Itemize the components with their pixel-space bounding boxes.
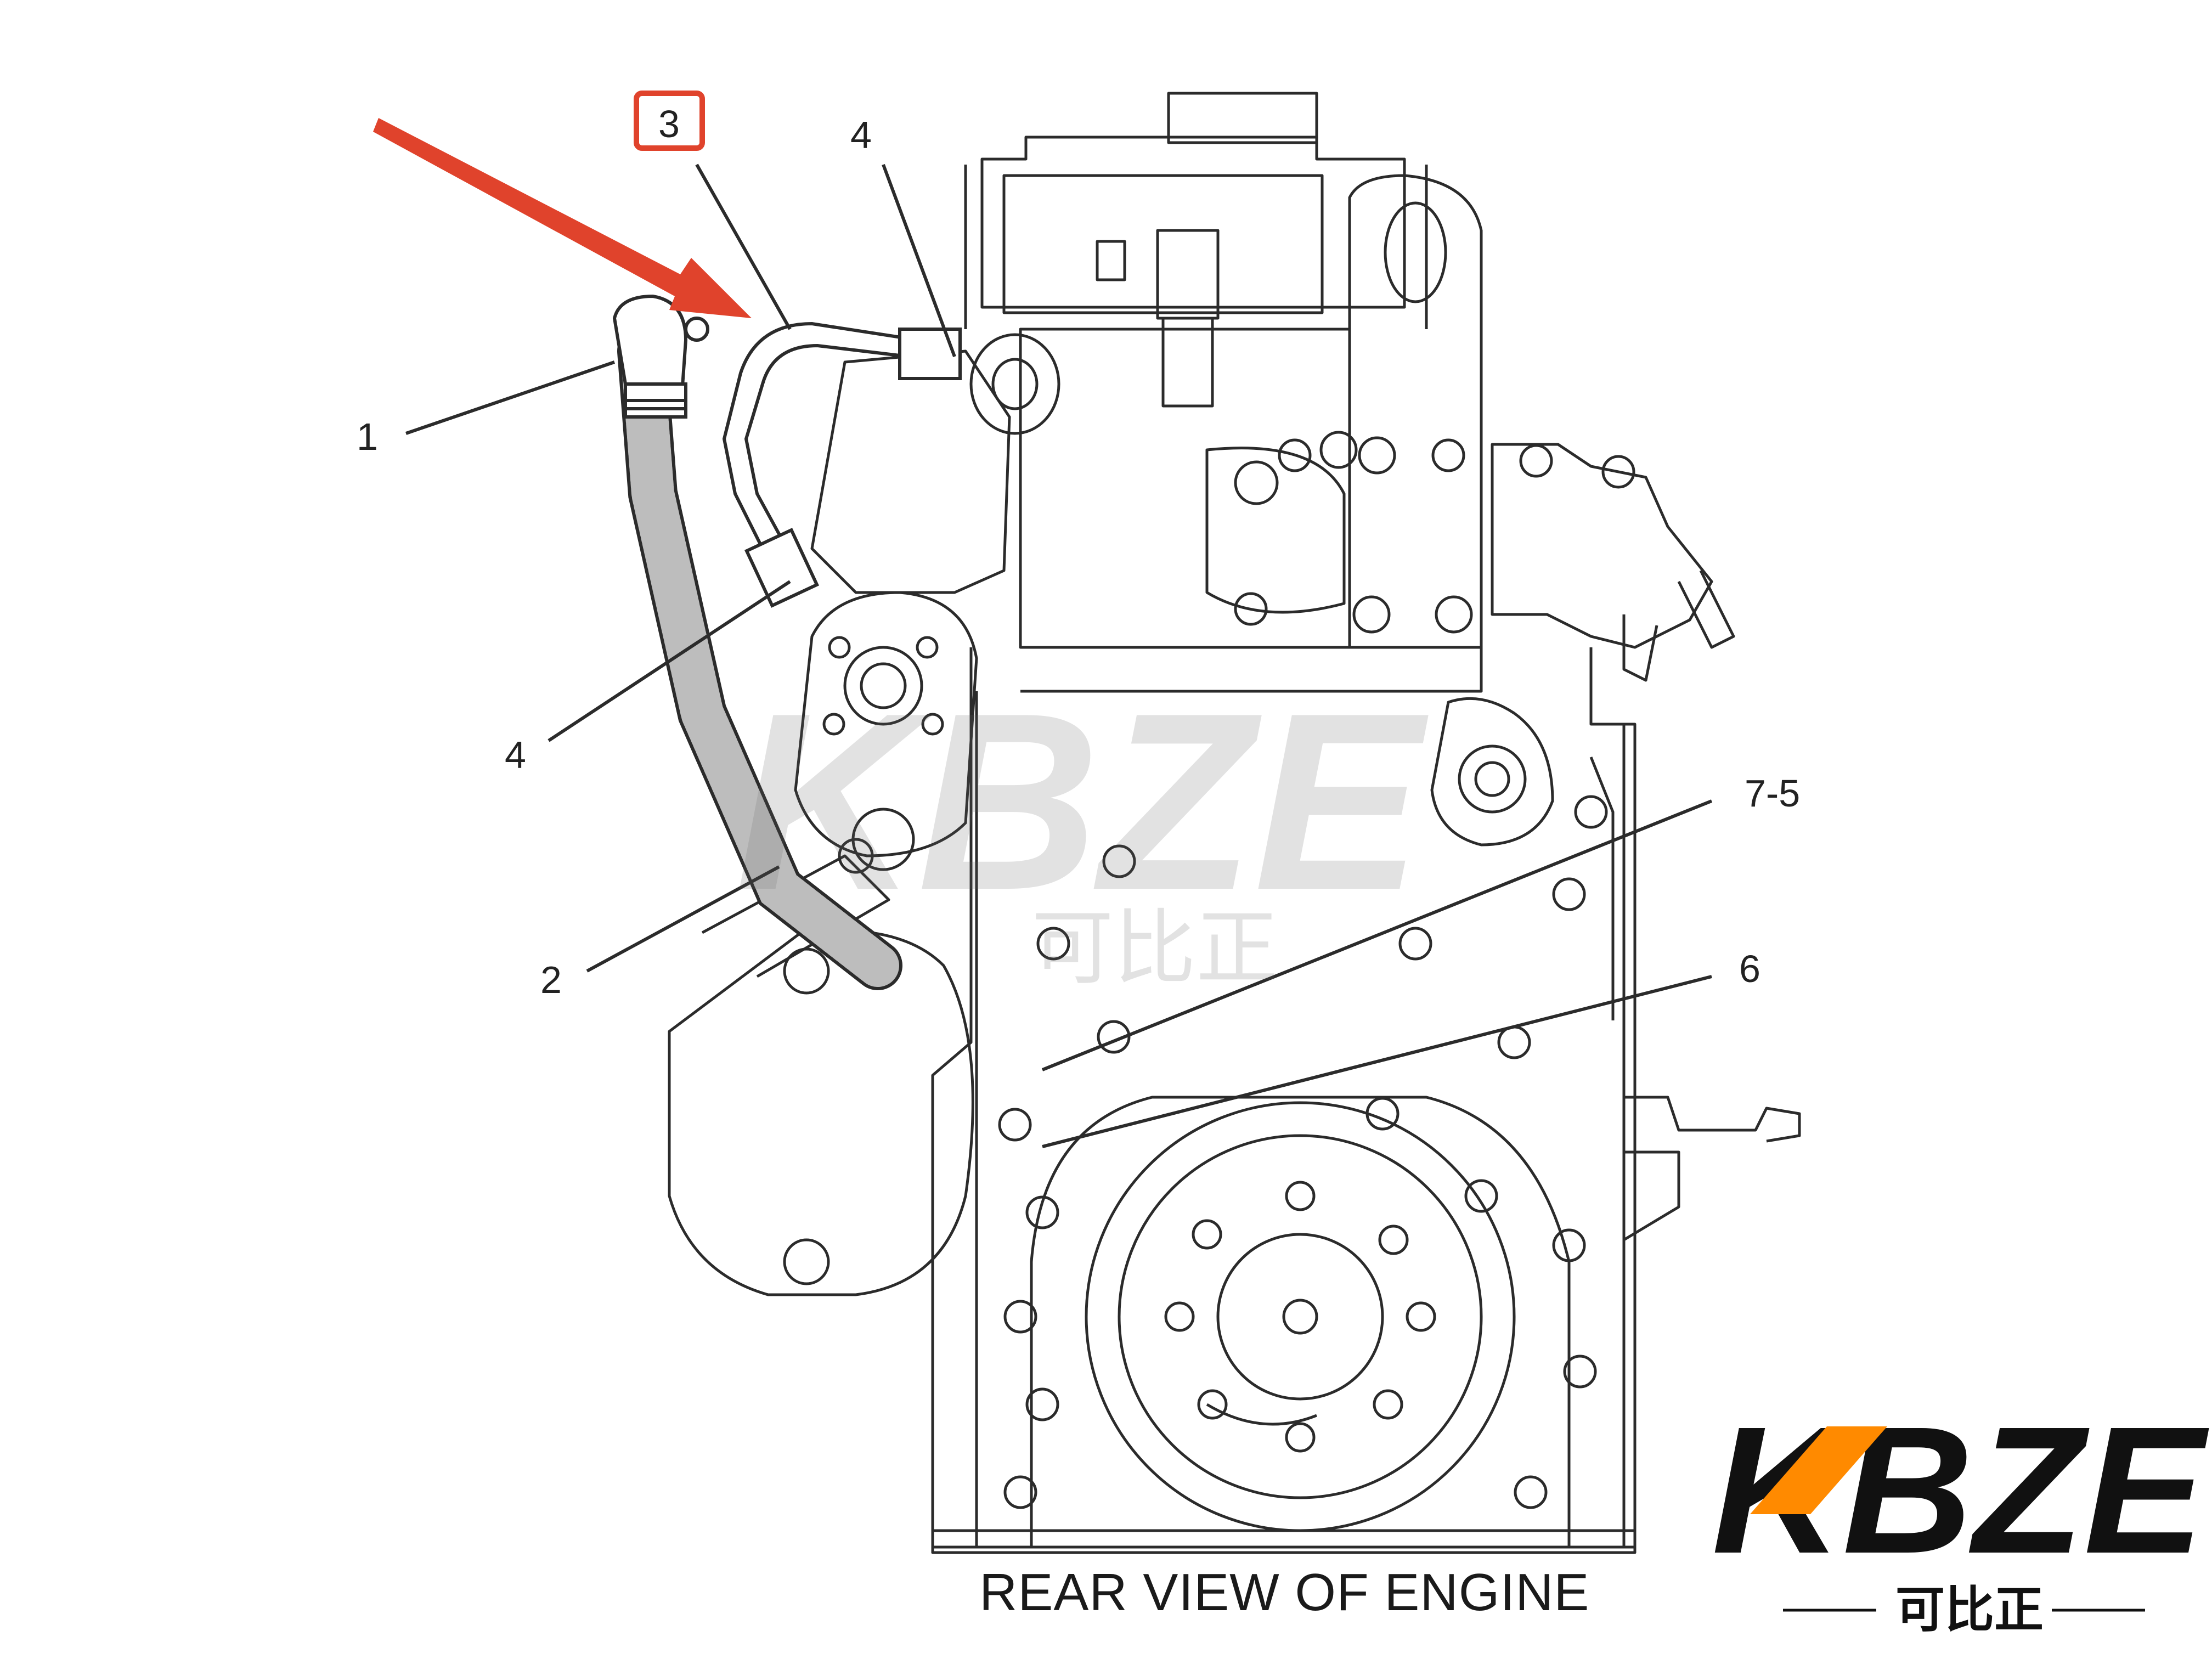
diagram-caption: REAR VIEW OF ENGINE <box>979 1563 1589 1622</box>
callout-4a: 4 <box>850 114 872 156</box>
hose-part-2 <box>617 326 902 990</box>
logo-subtitle: 可比正 <box>1895 1581 2044 1639</box>
watermark: KBZE 可比正 <box>735 661 1431 996</box>
highlight-arrow <box>373 118 752 318</box>
engine-drawing <box>668 92 1801 1554</box>
watermark-subtitle: 可比正 <box>1031 901 1278 996</box>
callout-3: 3 <box>658 103 680 145</box>
callout-1: 1 <box>357 415 378 458</box>
elbow-part-1 <box>612 294 709 419</box>
kbze-logo: KBZE 可比正 <box>1712 1389 2211 1639</box>
callout-7-5: 7-5 <box>1745 772 1800 815</box>
leader-lines <box>405 163 1713 1148</box>
tube-part-3 <box>722 321 962 608</box>
callout-2: 2 <box>540 958 562 1001</box>
watermark-brand: KBZE <box>735 661 1431 943</box>
callouts: 1 2 3 4 4 7-5 6 <box>357 103 1800 1001</box>
callout-6: 6 <box>1739 947 1760 990</box>
logo-accent-icon <box>1750 1426 1887 1514</box>
highlight-box <box>634 91 705 151</box>
callout-4b: 4 <box>505 733 526 776</box>
